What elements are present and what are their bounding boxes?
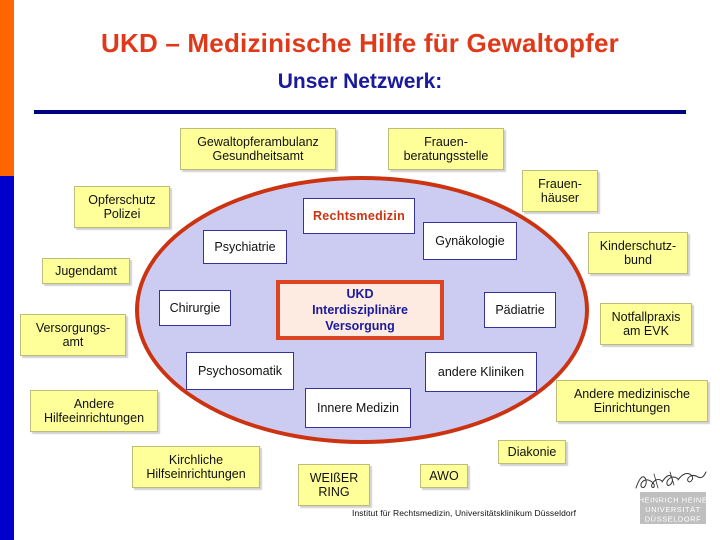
node-gewaltopferambulanz-gesundheitsamt[interactable]: Gewaltopferambulanz Gesundheitsamt: [180, 128, 336, 170]
node-frauenberatungsstelle[interactable]: Frauen- beratungsstelle: [388, 128, 504, 170]
page-title: UKD – Medizinische Hilfe für Gewaltopfer: [101, 28, 619, 58]
page-subtitle: Unser Netzwerk:: [277, 70, 443, 93]
node-ukd-interdisziplinaere-versorgung[interactable]: UKD Interdisziplinäre Versorgung: [276, 280, 444, 340]
node-opferschutz-polizei[interactable]: Opferschutz Polizei: [74, 186, 170, 228]
title-divider-rule: [34, 110, 686, 114]
node-rechtsmedizin[interactable]: Rechtsmedizin: [303, 198, 415, 234]
left-accent-bar-orange: [0, 0, 14, 176]
node-awo[interactable]: AWO: [420, 464, 468, 488]
node-versorgungsamt[interactable]: Versorgungs- amt: [20, 314, 126, 356]
node-gynaekologie[interactable]: Gynäkologie: [423, 222, 517, 260]
node-paediatrie[interactable]: Pädiatrie: [484, 292, 556, 328]
node-innere-medizin[interactable]: Innere Medizin: [305, 388, 411, 428]
node-psychiatrie[interactable]: Psychiatrie: [203, 230, 287, 264]
node-frauenhaeuser[interactable]: Frauen- häuser: [522, 170, 598, 212]
svg-text:DÜSSELDORF: DÜSSELDORF: [645, 515, 702, 524]
node-chirurgie[interactable]: Chirurgie: [159, 290, 231, 326]
node-psychosomatik[interactable]: Psychosomatik: [186, 352, 294, 390]
hhu-logo: HEINRICH HEINE UNIVERSITÄT DÜSSELDORF: [634, 468, 708, 526]
svg-text:UNIVERSITÄT: UNIVERSITÄT: [645, 505, 700, 514]
footer-institute-text: Institut für Rechtsmedizin, Universitäts…: [352, 508, 577, 518]
node-andere-medizinische-einrichtungen[interactable]: Andere medizinische Einrichtungen: [556, 380, 708, 422]
left-accent-bar-blue: [0, 176, 14, 540]
hhu-logo-graphic: HEINRICH HEINE UNIVERSITÄT DÜSSELDORF: [635, 471, 708, 524]
node-jugendamt[interactable]: Jugendamt: [42, 258, 130, 284]
node-kinderschutzbund[interactable]: Kinderschutz- bund: [588, 232, 688, 274]
node-notfallpraxis-am-evk[interactable]: Notfallpraxis am EVK: [600, 303, 692, 345]
svg-text:HEINRICH HEINE: HEINRICH HEINE: [639, 496, 708, 505]
node-weisser-ring[interactable]: WEIßER RING: [298, 464, 370, 506]
node-diakonie[interactable]: Diakonie: [498, 440, 566, 464]
node-kirchliche-hilfseinrichtungen[interactable]: Kirchliche Hilfseinrichtungen: [132, 446, 260, 488]
node-andere-hilfeeinrichtungen[interactable]: Andere Hilfeeinrichtungen: [30, 390, 158, 432]
node-andere-kliniken[interactable]: andere Kliniken: [425, 352, 537, 392]
